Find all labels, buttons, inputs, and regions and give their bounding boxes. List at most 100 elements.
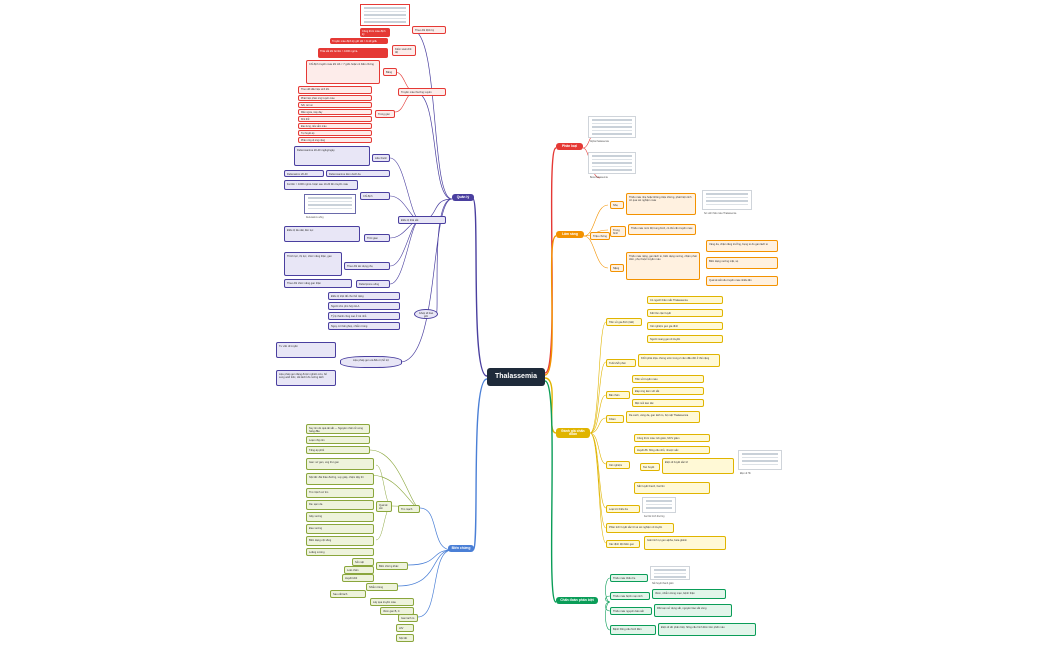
xuong-item-0: Gãy xương: [306, 512, 374, 522]
theo-doi-dinh-ky[interactable]: Theo dõi định kỳ: [412, 26, 446, 35]
tien-su-item-2: Xét nghiệm gen gia đình: [647, 322, 723, 330]
tien-su-item-3: Người mang gen di truyền: [647, 335, 723, 343]
dot-bien-gen[interactable]: Xác định đột biến gen: [606, 540, 640, 549]
branch-lam-sang[interactable]: Lâm sàng: [556, 231, 584, 239]
nang-r3: Quá tải sắt nếu truyền máu nhiều lần: [706, 276, 778, 286]
dien-di-caption: Điện di Hb: [740, 472, 751, 475]
qua-tai-item-0: Gan: xơ gan, ung thư gan: [306, 458, 374, 470]
nhe[interactable]: Nhẹ: [610, 201, 624, 210]
thieu-sat-image: [650, 566, 690, 580]
benh-man-text: Viêm, nhiễm trùng mạn, bệnh thận: [652, 589, 726, 599]
thieu-mau-thieu-fe[interactable]: Thiếu máu thiếu Fe: [610, 574, 648, 583]
gen-text: Liệu pháp gen đang được nghiên cứu, bổ s…: [276, 370, 336, 386]
ghep-item-1: Người cho phù hợp HLA: [328, 302, 400, 310]
kiem-soat-che-do[interactable]: Kiểm soát chế độ: [392, 45, 416, 57]
xn-item-3: Sắt huyết thanh, Ferritin: [634, 482, 710, 494]
theo-doi-item-0: Công thức máu định kỳ: [360, 28, 390, 38]
nhiem-trung[interactable]: Nhiễm trùng: [366, 583, 398, 592]
branch-bien-chung[interactable]: Biến chứng: [448, 545, 474, 553]
branch-danh-gia[interactable]: Đánh giá chẩn đoán: [556, 428, 590, 439]
trong-gian-item-0: Theo dõi dấu hiệu sinh tồn: [298, 86, 372, 94]
benh-man-tinh[interactable]: Thiếu máu bệnh mạn tính: [610, 592, 650, 601]
branch-quan-ly[interactable]: Quản lý: [452, 194, 474, 202]
hong-cau-hinh-liem[interactable]: Bệnh hồng cầu hình liềm: [610, 625, 656, 635]
xn-item-2: Điện di huyết sắc tố: [662, 458, 734, 474]
ban-than[interactable]: Bản thân: [606, 391, 630, 400]
nang[interactable]: Nặng: [610, 264, 624, 273]
tim-mach[interactable]: Tim mạch: [398, 505, 420, 514]
noi-tiet: Nội tiết: [396, 634, 414, 643]
trong-gian-item-2: Sốt, rét run: [298, 102, 372, 108]
qua-tai-sat[interactable]: Quá tải sắt: [376, 501, 392, 513]
bien-chung-khac[interactable]: Biến chứng khác: [376, 562, 408, 571]
nhiem-item-3: HIV: [396, 624, 414, 633]
ferritin-image: [642, 497, 676, 513]
tim-item-2: Tăng áp phổi: [306, 446, 370, 454]
qua-tai-item-3: Da: sạm da: [306, 500, 374, 510]
alpha-label: Alpha thalassemia: [590, 140, 609, 143]
thai-sat-item-1: Deferasirox uống: [306, 216, 324, 219]
bang[interactable]: Bảng: [383, 68, 397, 77]
theo-doi-tac-dung[interactable]: Theo dõi tác dụng phụ: [344, 262, 390, 271]
nang-r2: Biến dạng xương mặt, sọ: [706, 257, 778, 269]
thai-sat-image: [304, 194, 356, 214]
bang-text: Chỉ định truyền máu khi Hb < 7 g/dL hoặc…: [306, 60, 380, 84]
chinh-sach-item-1: Thải sắt khi ferritin > 1000 ng/mL: [318, 48, 388, 58]
dot-bien-text: Giải trình tự gen alpha, beta globin: [644, 536, 726, 550]
root-node[interactable]: Thalassemia: [487, 368, 545, 386]
ghep-te-bao-goc[interactable]: Ghép tế bào gốc: [414, 309, 438, 319]
tim-item-1: Loạn nhịp tim: [306, 436, 370, 444]
xuong-item-2: Biến dạng cột sống: [306, 536, 374, 546]
trung-binh[interactable]: Trung bình: [610, 226, 626, 238]
ghep-item-2: Tỷ lệ thành công cao ở trẻ nhỏ: [328, 312, 400, 320]
so-sinh-image: [702, 190, 752, 210]
trong-gian-item-6: Tụt huyết áp: [298, 130, 372, 136]
kham[interactable]: Khám: [606, 415, 624, 424]
truyen-mau-thuong-xuyen[interactable]: Truyền máu thường xuyên: [398, 88, 446, 97]
trong-gian-item-4: Khó thở: [298, 116, 372, 122]
thoi-gian[interactable]: Thời gian: [364, 234, 390, 243]
loai-tru-thieu-fe[interactable]: Loại trừ thiếu Fe: [606, 505, 640, 514]
tien-su-gia-dinh[interactable]: Tiền sử gia đình (GĐ): [606, 318, 642, 327]
tien-su-item-1: Kết hôn cận huyết: [647, 309, 723, 317]
sang-loc[interactable]: Phân tích huyết sắc tố và xét nghiệm di …: [606, 523, 674, 533]
trong-gian[interactable]: Trong giai: [375, 110, 395, 119]
xn-item-1: Huyết đồ: hồng cầu nhỏ, nhược sắc: [634, 446, 710, 454]
chi-dinh[interactable]: Chỉ định: [360, 192, 390, 201]
ghep-item-3: Nguy cơ thải ghép, nhiễm trùng: [328, 322, 400, 330]
branch-phan-loai[interactable]: Phân loại: [556, 143, 583, 151]
kham-text: Da xanh, vàng da, gan lách to, bộ mặt Th…: [626, 411, 700, 423]
lieu-item-0: Deferoxamine 20-40 mg/kg/ngày: [294, 146, 370, 166]
tu-van-di-truyen[interactable]: Tư vấn di truyền: [276, 342, 336, 358]
thai-sat-item-3: Theo dõi chức năng gan thận: [284, 279, 352, 288]
lieu-phap-gen[interactable]: Liệu pháp gen và điều trị hỗ trợ: [340, 356, 402, 368]
xet-nghiem[interactable]: Xét nghiệm: [606, 461, 630, 470]
khac-item-2: Huyết khối: [342, 574, 374, 583]
nang-r1: Vàng da, chậm tăng trưởng, bụng to do ga…: [706, 240, 778, 252]
dieu-tri-thai-sat[interactable]: Điều trị thải sắt: [398, 216, 446, 225]
nguyen-bao-sat[interactable]: Thiếu máu nguyên bào sắt: [610, 607, 652, 616]
thieu-sat-caption: Sắt huyết thanh giảm: [652, 582, 674, 585]
trong-gian-item-3: Mẩn ngứa, mày đay: [298, 109, 372, 115]
ban-than-item-0: Tiền sử truyền máu: [632, 375, 704, 383]
nhe-text: Thiếu máu nhẹ hoặc không triệu chứng, ph…: [626, 193, 696, 215]
lieu-thuoc[interactable]: Liều thuốc: [372, 154, 390, 163]
tuoi-khoi-phat[interactable]: Tuổi khởi phát: [606, 359, 636, 368]
tan-huyet[interactable]: Tan huyết: [640, 463, 660, 472]
thai-sat-item-0: Deferoxamine tiêm dưới da: [326, 170, 390, 177]
trieu-chung[interactable]: Triệu chứng: [590, 232, 610, 241]
alpha-thalassemia-image: [588, 116, 636, 138]
tuoi-text: Khởi phát triệu chứng sớm trong 2 năm đầ…: [638, 354, 720, 367]
theo-doi-image: [360, 4, 410, 26]
qua-tai-item-1: Nội tiết: đái tháo đường, suy giáp, chậm…: [306, 473, 374, 485]
nhiem-item-0: Sau cắt lách: [330, 590, 366, 599]
ban-than-item-2: Mệt mỏi kéo dài: [632, 399, 704, 407]
chinh-sach-item-0: Truyền máu định kỳ giữ Hb > 9-10 g/dL: [330, 38, 388, 44]
gan-lach-to[interactable]: Gan lách to: [398, 614, 418, 623]
chi-dinh-text: Ferritin > 1000 ng/mL hoặc sau 10-20 lần…: [284, 180, 358, 190]
xn-item-0: Công thức máu: Hb giảm, MCV giảm: [634, 434, 710, 442]
dien-di-image: [738, 450, 782, 470]
nang-text: Thiếu máu nặng, gan lách to, biến dạng x…: [626, 252, 700, 280]
branch-chan-doan-phan-biet[interactable]: Chẩn đoán phân biệt: [556, 597, 598, 605]
